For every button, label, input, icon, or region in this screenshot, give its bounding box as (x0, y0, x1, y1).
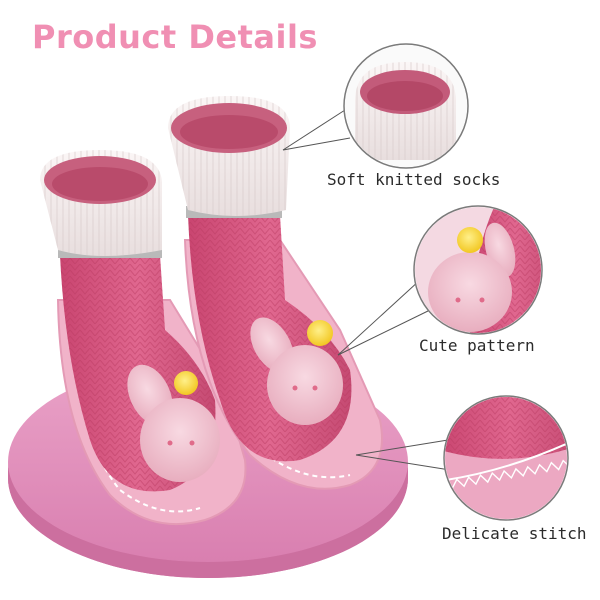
zoom-circle-stitch (443, 395, 569, 521)
callout-label-stitch: Delicate stitch (442, 524, 587, 543)
callout-lines (282, 109, 451, 471)
zoom-circle-pattern (413, 205, 543, 335)
zoom-circle-cuff (343, 43, 469, 169)
page-title: Product Details (32, 18, 318, 56)
bunny-appliqué-left (127, 364, 220, 482)
callout-label-pattern: Cute pattern (419, 336, 535, 355)
bunny-appliqué-right (250, 317, 343, 425)
callout-label-socks: Soft knitted socks (327, 170, 501, 189)
